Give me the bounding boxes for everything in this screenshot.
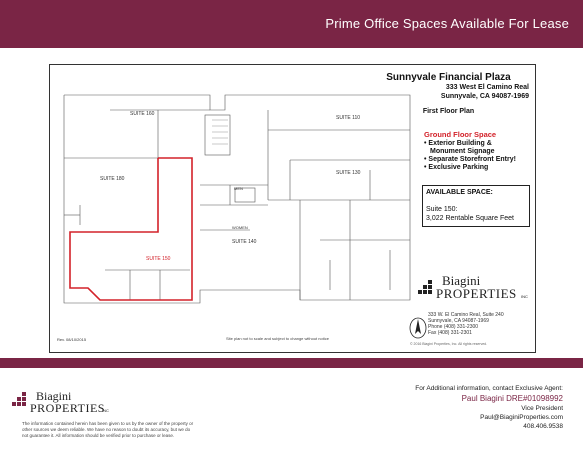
available-space-box: AVAILABLE SPACE: Suite 150: 3,022 Rentab… (422, 185, 530, 227)
agent-email[interactable]: Paul@BiaginiProperties.com (480, 414, 563, 421)
available-space-title: AVAILABLE SPACE: (426, 189, 493, 196)
company-logo-top: Biagini (442, 273, 481, 288)
address-line: 333 W. El Camino Real, Suite 240 (428, 312, 504, 318)
available-suite: Suite 150: (426, 206, 458, 213)
available-size: 3,022 Rentable Square Feet (426, 215, 514, 222)
disclaimer: The information contained herein has bee… (22, 421, 194, 438)
agent-phone[interactable]: 408.406.9538 (523, 423, 563, 430)
feature-item: Monument Signage (430, 148, 495, 155)
fax-line: Fax (408) 331-2301 (428, 330, 472, 336)
agent-name: Paul Biagini DRE#01098992 (461, 394, 563, 403)
suite-160-label: SUITE 160 (130, 111, 155, 117)
footer-logo: Biagini Properties INC (12, 384, 122, 425)
footer-logo-mark (12, 392, 26, 406)
company-address: 333 W. El Camino Real, Suite 240 Sunnyva… (428, 312, 504, 336)
footer-logo-top: Biagini (36, 389, 72, 403)
scale-note: Site plan not to scale and subject to ch… (226, 336, 329, 341)
company-logo: Biagini Properties INC (418, 272, 528, 313)
company-logo-bottom: Properties (436, 286, 517, 301)
footer-divider (0, 358, 583, 368)
footer-logo-bottom: Properties (30, 401, 105, 415)
revision-date: Rev. 08/10/2015 (57, 337, 87, 342)
suite-110-label: SUITE 110 (336, 115, 361, 121)
company-logo-inc: INC (521, 294, 528, 299)
womens-restroom-label: WOMEN (232, 225, 248, 230)
address-line: Sunnyvale, CA 94087-1969 (428, 318, 489, 324)
feature-item: • Separate Storefront Entry! (424, 156, 516, 163)
feature-item: • Exterior Building & (424, 140, 492, 147)
header-title: Prime Office Spaces Available For Lease (325, 16, 569, 31)
suite-180-label: SUITE 180 (100, 176, 125, 182)
building-address-line1: 333 West El Camino Real (445, 84, 529, 91)
copyright: © 2016 Biagini Properties, Inc. All righ… (410, 342, 488, 346)
phone-line: Phone (408) 331-2300 (428, 324, 479, 330)
mens-restroom-label: MEN (234, 186, 243, 191)
agent-title: Vice President (521, 405, 563, 412)
building-address-line2: Sunnyvale, CA 94087-1969 (440, 93, 529, 100)
suite-150-label: SUITE 150 (146, 256, 171, 262)
suite-130-label: SUITE 130 (336, 170, 361, 176)
contact-intro: For Additional information, contact Excl… (415, 385, 563, 392)
floor-plan-frame (49, 64, 536, 353)
feature-item: • Exclusive Parking (424, 164, 489, 171)
building-name: Sunnyvale Financial Plaza (386, 72, 511, 83)
company-logo-mark (418, 280, 432, 294)
north-arrow-icon (409, 317, 427, 339)
floor-plan-title: First Floor Plan (422, 108, 475, 115)
suite-140-label: SUITE 140 (232, 239, 257, 245)
header-bar: Prime Office Spaces Available For Lease (0, 0, 583, 48)
footer-logo-inc: INC (102, 408, 109, 413)
ground-floor-heading: Ground Floor Space (424, 130, 497, 139)
